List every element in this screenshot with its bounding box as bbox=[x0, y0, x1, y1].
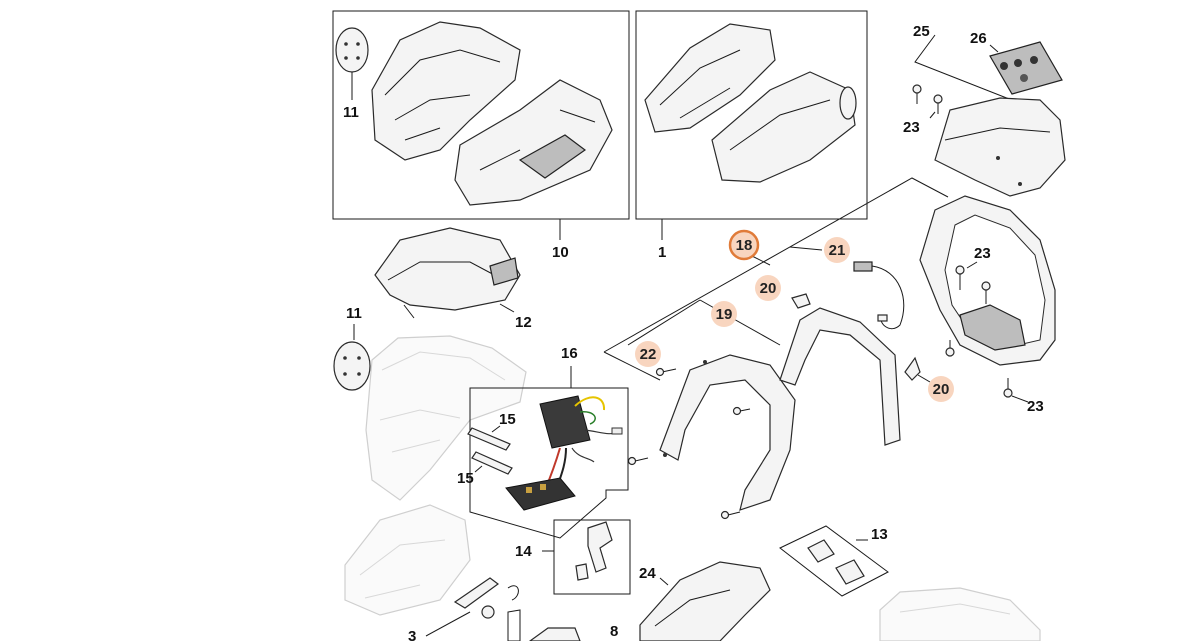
sticker-26 bbox=[989, 41, 1063, 95]
label-24: 24 bbox=[639, 565, 656, 582]
label-23-bottom-right: 23 bbox=[1027, 398, 1044, 415]
motor-part-8 bbox=[528, 627, 581, 641]
label-13: 13 bbox=[871, 526, 888, 543]
lower-cover-24 bbox=[639, 561, 771, 641]
label-11-top: 11 bbox=[343, 104, 359, 121]
label-3: 3 bbox=[408, 628, 416, 641]
screw-22 bbox=[655, 367, 677, 377]
screw-23-frame-3 bbox=[945, 340, 955, 357]
housing-left-half bbox=[371, 21, 521, 161]
top-cover bbox=[934, 97, 1066, 197]
switch-block bbox=[505, 477, 576, 511]
handle-loop bbox=[779, 307, 901, 446]
svg-text:21: 21 bbox=[829, 242, 846, 259]
kit-outline-18 bbox=[603, 177, 949, 353]
inner-housing-12 bbox=[374, 227, 521, 319]
screws-23-top bbox=[912, 84, 943, 114]
callout-21[interactable]: 21 bbox=[824, 237, 850, 263]
kit-box-16 bbox=[469, 387, 629, 539]
label-15-lower: 15 bbox=[457, 470, 474, 487]
lever-assembly bbox=[453, 577, 521, 641]
control-board bbox=[539, 395, 623, 491]
pad-13-a bbox=[807, 539, 835, 563]
sticker-11-top bbox=[335, 27, 369, 73]
label-15-upper: 15 bbox=[499, 411, 516, 428]
screws-handle bbox=[627, 406, 751, 520]
svg-text:20: 20 bbox=[933, 381, 950, 398]
clip-20-top bbox=[791, 293, 811, 309]
svg-text:18: 18 bbox=[736, 237, 753, 254]
callout-19[interactable]: 19 bbox=[711, 301, 737, 327]
screw-23-frame-2 bbox=[981, 281, 991, 304]
callout-18[interactable]: 18 bbox=[728, 229, 760, 261]
screw-23-frame-4 bbox=[1003, 378, 1013, 398]
svg-text:22: 22 bbox=[640, 346, 657, 363]
label-10: 10 bbox=[552, 244, 569, 261]
screw-23-frame-1 bbox=[955, 265, 965, 290]
kit-box-1 bbox=[635, 10, 868, 220]
housing-right-half bbox=[454, 79, 613, 206]
ghost-housing-upper bbox=[365, 335, 527, 501]
label-23-top: 23 bbox=[903, 119, 920, 136]
label-12: 12 bbox=[515, 314, 532, 331]
label-23-frame: 23 bbox=[974, 245, 991, 262]
label-16: 16 bbox=[561, 345, 578, 362]
label-1: 1 bbox=[658, 244, 666, 261]
handle-housing-right bbox=[711, 71, 857, 183]
pad-13-b bbox=[835, 559, 865, 585]
kit-box-13 bbox=[779, 525, 889, 597]
handle-housing-left bbox=[644, 23, 776, 133]
label-8: 8 bbox=[610, 623, 618, 640]
spring-15-upper bbox=[467, 427, 511, 451]
cable-21 bbox=[853, 261, 905, 330]
callout-20-top[interactable]: 20 bbox=[755, 275, 781, 301]
label-26: 26 bbox=[970, 30, 987, 47]
ghost-housing-lower bbox=[344, 504, 471, 616]
handle-frame bbox=[919, 195, 1056, 366]
kit-box-10 bbox=[332, 10, 630, 220]
label-14: 14 bbox=[515, 543, 532, 560]
kit-box-14 bbox=[553, 519, 631, 595]
label-11-lower: 11 bbox=[346, 305, 362, 322]
handle-bar bbox=[659, 354, 796, 511]
clip-20-bottom bbox=[904, 356, 921, 381]
sticker-11-lower bbox=[333, 341, 371, 391]
spring-15-lower bbox=[471, 451, 513, 475]
svg-text:20: 20 bbox=[760, 280, 777, 297]
label-25: 25 bbox=[913, 23, 930, 40]
ghost-housing-right bbox=[879, 587, 1041, 641]
svg-text:19: 19 bbox=[716, 306, 733, 323]
trigger-lever bbox=[575, 521, 613, 581]
callout-22[interactable]: 22 bbox=[635, 341, 661, 367]
callout-20-bottom[interactable]: 20 bbox=[928, 376, 954, 402]
